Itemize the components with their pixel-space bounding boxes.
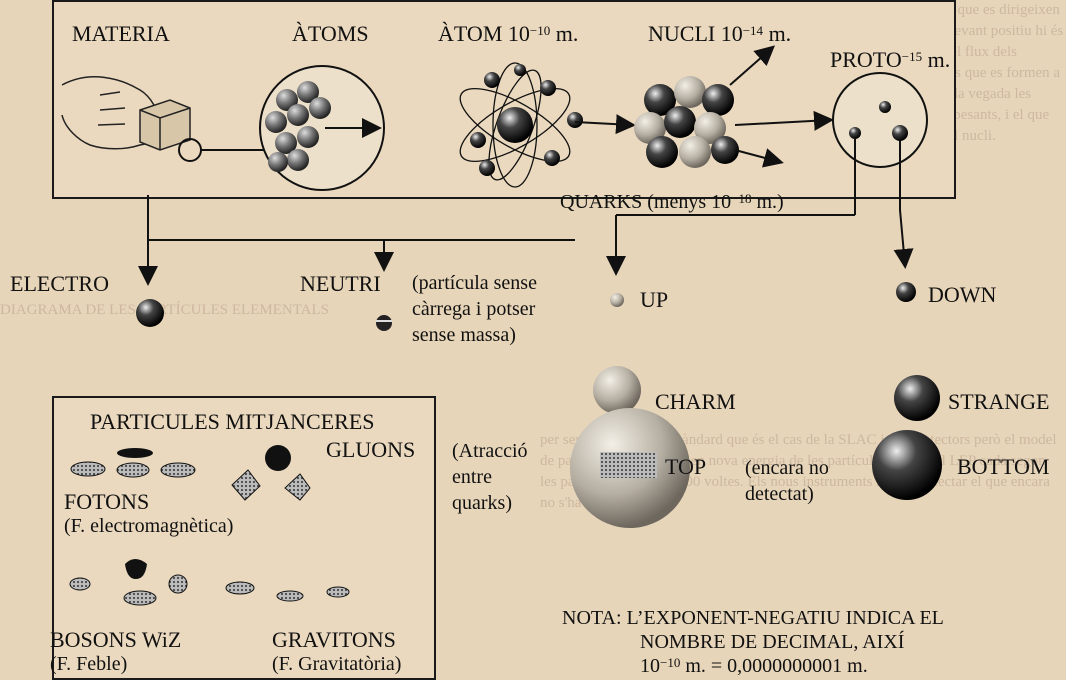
label-atoms: ÀTOMS bbox=[292, 22, 369, 46]
nota-line-3: 10−10 m. = 0,0000000001 m. bbox=[640, 654, 868, 678]
mediators-title: PARTICULES MITJANCERES bbox=[90, 410, 375, 434]
label-fotons-force: (F. electromagnètica) bbox=[64, 514, 233, 538]
nota-line-2: NOMBRE DE DECIMAL, AIXÍ bbox=[640, 630, 904, 654]
electron-particle bbox=[136, 299, 164, 327]
bottom-quark bbox=[872, 430, 942, 500]
strange-quark bbox=[894, 375, 940, 421]
label-bosons: BOSONS WiZ bbox=[50, 628, 181, 652]
nota-line-1: NOTA: L’EXPONENT-NEGATIU INDICA EL bbox=[562, 606, 944, 630]
label-bosons-force: (F. Feble) bbox=[50, 652, 127, 676]
down-quark bbox=[896, 282, 916, 302]
label-proto-size: PROTO−15 m. bbox=[830, 48, 950, 72]
nucleus-cluster bbox=[634, 76, 739, 168]
label-up: UP bbox=[640, 288, 668, 312]
label-gravitons-force: (F. Gravitatòria) bbox=[272, 652, 401, 676]
neutrino-particle bbox=[376, 315, 392, 331]
label-materia: MATERIA bbox=[72, 22, 170, 46]
label-electro: ELECTRO bbox=[10, 272, 109, 296]
label-nucli-size: NUCLI 10−14 m. bbox=[648, 22, 791, 46]
label-down: DOWN bbox=[928, 283, 996, 307]
label-atom-size: ÀTOM 10−10 m. bbox=[438, 22, 578, 46]
label-gravitons: GRAVITONS bbox=[272, 628, 396, 652]
label-top-note: (encara no detectat) bbox=[745, 455, 870, 507]
label-neutri: NEUTRI bbox=[300, 272, 381, 296]
hand-illustration bbox=[62, 77, 190, 150]
atom-nucleus bbox=[497, 107, 533, 143]
magnifier-circle-1 bbox=[179, 139, 201, 161]
proton-circle bbox=[833, 73, 927, 167]
label-gluons-note: (Atracció entre quarks) bbox=[452, 438, 547, 516]
label-top: TOP bbox=[665, 455, 706, 479]
label-neutri-note: (partícula sense càrrega i potser sense … bbox=[412, 270, 582, 348]
top-quark-label-patch bbox=[600, 452, 657, 478]
label-strange: STRANGE bbox=[948, 390, 1049, 414]
label-fotons: FOTONS bbox=[64, 490, 149, 514]
label-gluons: GLUONS bbox=[326, 438, 415, 462]
charm-quark bbox=[593, 366, 641, 414]
label-charm: CHARM bbox=[655, 390, 736, 414]
label-quarks-size: QUARKS (menys 10−18 m.) bbox=[560, 190, 784, 214]
label-bottom: BOTTOM bbox=[957, 455, 1050, 479]
up-quark bbox=[610, 293, 624, 307]
